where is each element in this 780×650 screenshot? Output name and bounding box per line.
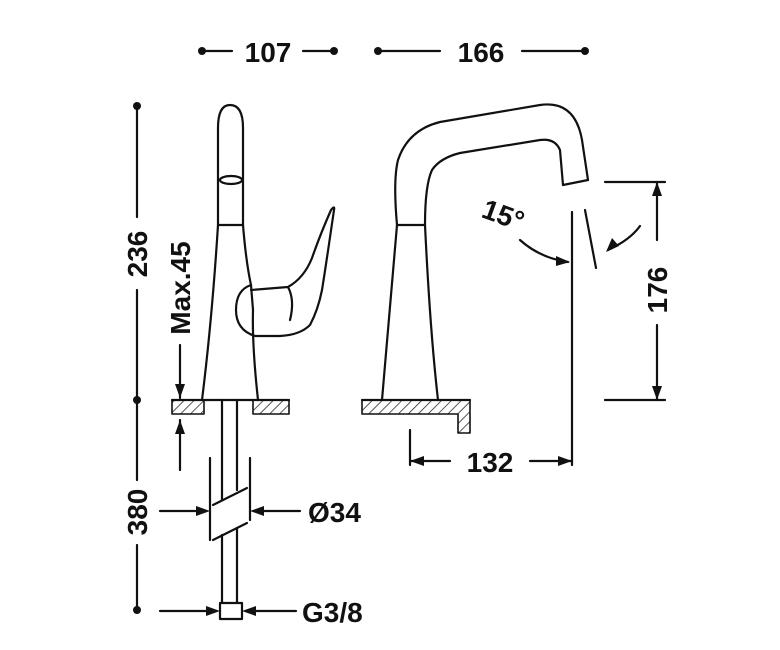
arrowheads [133,47,662,616]
faucet-front-view [200,103,336,402]
dim-166: 166 [458,37,505,68]
countertop-left [170,398,291,415]
dim-g3-8: G3/8 [302,597,363,628]
dim-15-degrees: 15° [478,193,528,237]
dim-236: 236 [122,231,153,278]
dim-107: 107 [245,37,292,68]
dim-380: 380 [122,489,153,536]
diameter-extension-lines [158,456,302,613]
countertop-right [360,398,472,434]
faucet-side-view [380,103,590,402]
dim-132: 132 [467,447,514,478]
angle-dimension [518,208,642,270]
spout-dimensions [408,180,667,467]
supply-hose [211,398,249,621]
dim-176: 176 [642,267,673,314]
dim-diameter-34: Ø34 [308,497,361,528]
dim-max-45: Max.45 [165,241,196,334]
